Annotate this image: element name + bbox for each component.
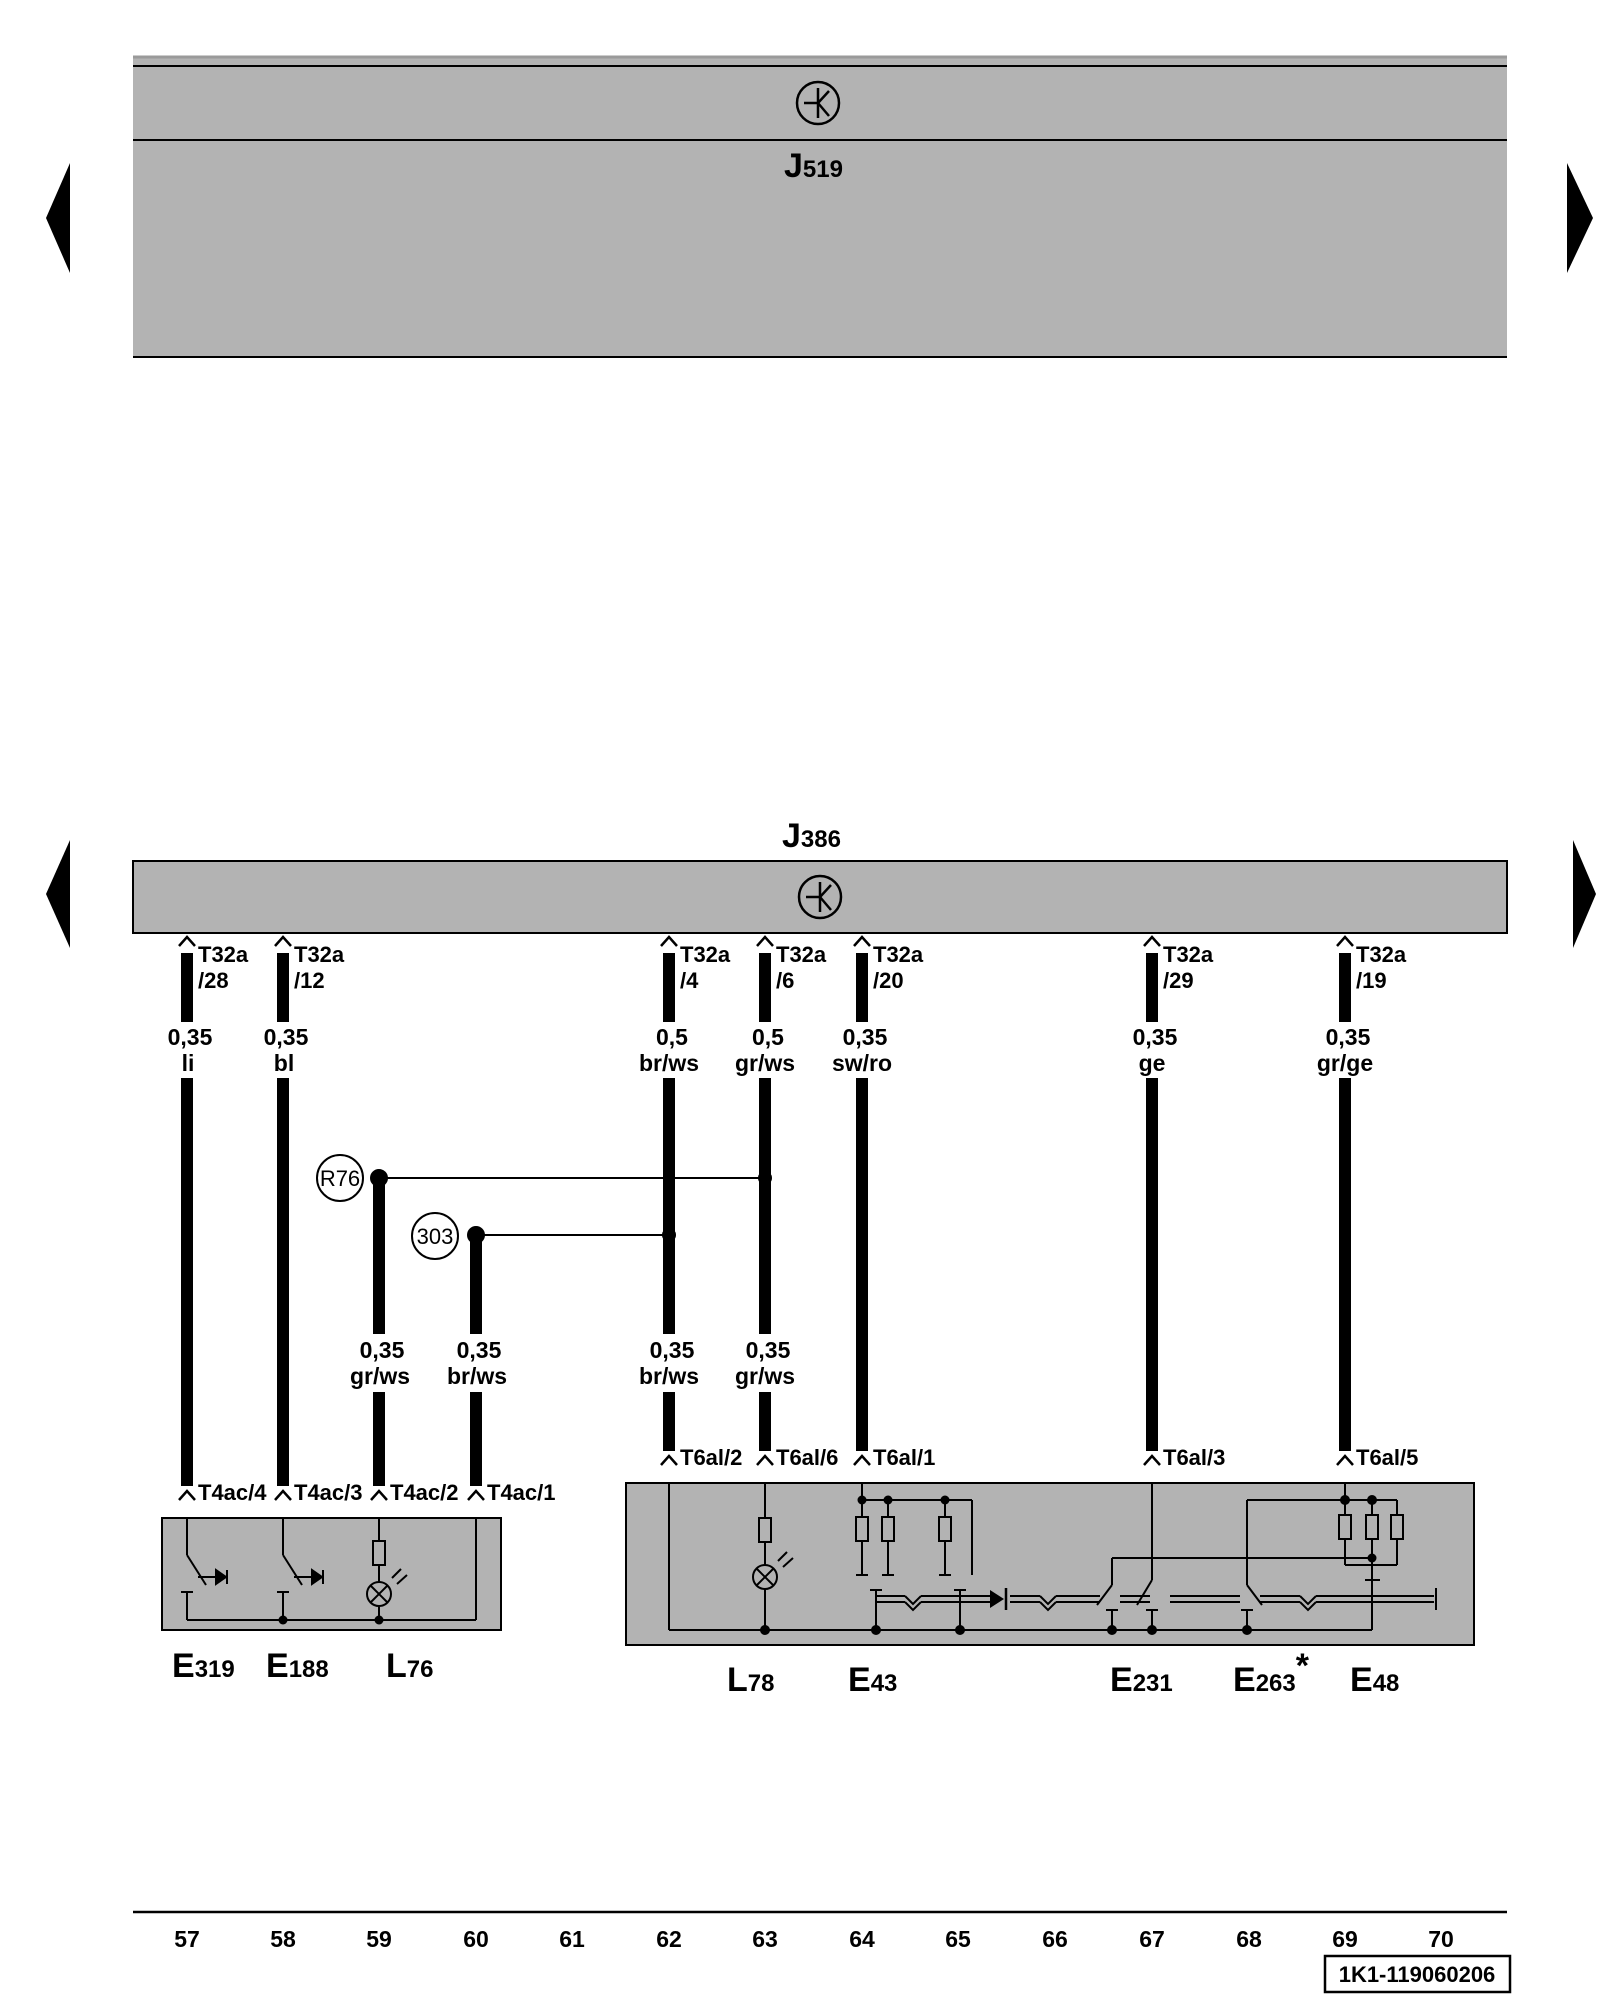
reference-number: 1K1-119060206	[1339, 1962, 1496, 1987]
pin-label: T32a	[776, 942, 827, 967]
wire-color-label: gr/ws	[350, 1363, 410, 1389]
pin-label: T6al/3	[1163, 1445, 1225, 1470]
component-box-right	[625, 1482, 1475, 1646]
connection-303-label: 303	[417, 1224, 454, 1249]
wire-color-label: li	[182, 1050, 195, 1076]
connection-303: 303	[411, 1212, 459, 1260]
pin-label: T32a	[198, 942, 249, 967]
module-j386: J386	[132, 817, 1508, 934]
pin-label: /4	[680, 968, 699, 993]
pin-label: /19	[1356, 968, 1387, 993]
module-label-j519: J519	[784, 147, 843, 185]
nav-right-arrow-icon[interactable]	[1567, 163, 1593, 273]
pin-label: T6al/6	[776, 1445, 838, 1470]
wire-size-label: 0,5	[752, 1024, 784, 1050]
top-pin-labels: T32a /28 T32a /12 T32a /4 T32a /6 T32a /…	[198, 942, 1407, 993]
component-label-e43: E43	[848, 1661, 897, 1699]
pin-label: T4ac/2	[390, 1480, 459, 1505]
pin-label: T4ac/1	[487, 1480, 556, 1505]
wire-spec-labels: 0,35 li 0,35 bl 0,5 br/ws 0,5 gr/ws 0,35…	[168, 1024, 1374, 1076]
column-number: 63	[752, 1926, 778, 1952]
nav-left-arrow-icon[interactable]	[46, 840, 70, 948]
wire-color-label: br/ws	[639, 1050, 699, 1076]
column-number: 66	[1042, 1926, 1068, 1952]
wire-size-label: 0,35	[1133, 1024, 1178, 1050]
wire-color-label: ge	[1139, 1050, 1166, 1076]
pin-label: /28	[198, 968, 229, 993]
wire-color-label: gr/ws	[735, 1363, 795, 1389]
column-number: 62	[656, 1926, 682, 1952]
pin-label: T32a	[1356, 942, 1407, 967]
column-number: 61	[559, 1926, 585, 1952]
column-number: 64	[849, 1926, 875, 1952]
nav-left-arrow-icon[interactable]	[46, 163, 70, 273]
pin-label: /12	[294, 968, 325, 993]
nav-right-arrow-icon[interactable]	[1573, 840, 1596, 948]
wire-size-label: 0,35	[457, 1337, 502, 1363]
wire-lines	[181, 953, 1351, 1486]
pin-label: T32a	[1163, 942, 1214, 967]
column-number: 58	[270, 1926, 296, 1952]
component-label-e319: E319	[172, 1647, 235, 1685]
wire-size-label: 0,35	[650, 1337, 695, 1363]
wire-color-label: gr/ws	[735, 1050, 795, 1076]
column-number: 68	[1236, 1926, 1262, 1952]
component-label-l76: L76	[386, 1647, 433, 1685]
reference-box: 1K1-119060206	[1323, 1954, 1512, 1994]
component-box-left	[161, 1517, 502, 1631]
pin-label: /20	[873, 968, 904, 993]
module-j519: J519	[133, 55, 1507, 358]
column-number: 69	[1332, 1926, 1358, 1952]
wire-color-label: br/ws	[639, 1363, 699, 1389]
component-label-e188: E188	[266, 1647, 329, 1685]
column-number: 60	[463, 1926, 489, 1952]
wire-color-label: br/ws	[447, 1363, 507, 1389]
control-unit-symbol-icon	[795, 80, 841, 126]
pin-label: /29	[1163, 968, 1194, 993]
pin-label: /6	[776, 968, 794, 993]
component-label-e263: E263*	[1233, 1647, 1310, 1699]
connection-r76-label: R76	[320, 1166, 360, 1191]
column-number: 70	[1428, 1926, 1454, 1952]
wire-size-label: 0,35	[360, 1337, 405, 1363]
pin-label: T6al/2	[680, 1445, 742, 1470]
wire-color-label: bl	[274, 1050, 294, 1076]
pin-label: T32a	[680, 942, 731, 967]
connection-r76: R76	[316, 1154, 364, 1202]
column-number: 59	[366, 1926, 392, 1952]
component-label-e231: E231	[1110, 1661, 1173, 1699]
wire-size-label: 0,35	[168, 1024, 213, 1050]
pin-label: T4ac/3	[294, 1480, 363, 1505]
wire-color-label: gr/ge	[1317, 1050, 1373, 1076]
pin-label: T6al/1	[873, 1445, 935, 1470]
pin-label: T6al/5	[1356, 1445, 1418, 1470]
connector-pins	[178, 935, 1354, 1501]
control-unit-symbol-icon	[797, 874, 843, 920]
wire-size-label: 0,35	[746, 1337, 791, 1363]
splice-lines	[370, 1169, 772, 1244]
column-number: 65	[945, 1926, 971, 1952]
wire-size-label: 0,35	[1326, 1024, 1371, 1050]
component-label-l78: L78	[727, 1661, 774, 1699]
wire-size-label: 0,5	[656, 1024, 688, 1050]
column-numbers: 57 58 59 60 61 62 63 64 65 66 67 68 69 7…	[174, 1926, 1454, 1952]
wire-size-label: 0,35	[843, 1024, 888, 1050]
column-number: 67	[1139, 1926, 1165, 1952]
component-label-e48: E48	[1350, 1661, 1399, 1699]
pin-label: T32a	[873, 942, 924, 967]
bottom-pin-labels: T4ac/4 T4ac/3 T4ac/2 T4ac/1 T6al/2 T6al/…	[198, 1445, 1418, 1505]
component-labels: E319 E188 L76 L78 E43 E231 E263* E48	[172, 1647, 1399, 1699]
column-number: 57	[174, 1926, 200, 1952]
wire-spec-labels-lower: 0,35 gr/ws 0,35 br/ws 0,35 br/ws 0,35 gr…	[350, 1337, 795, 1389]
wire-size-label: 0,35	[264, 1024, 309, 1050]
pin-label: T4ac/4	[198, 1480, 267, 1505]
pin-label: T32a	[294, 942, 345, 967]
wire-color-label: sw/ro	[832, 1050, 892, 1076]
module-label-j386: J386	[782, 817, 841, 855]
